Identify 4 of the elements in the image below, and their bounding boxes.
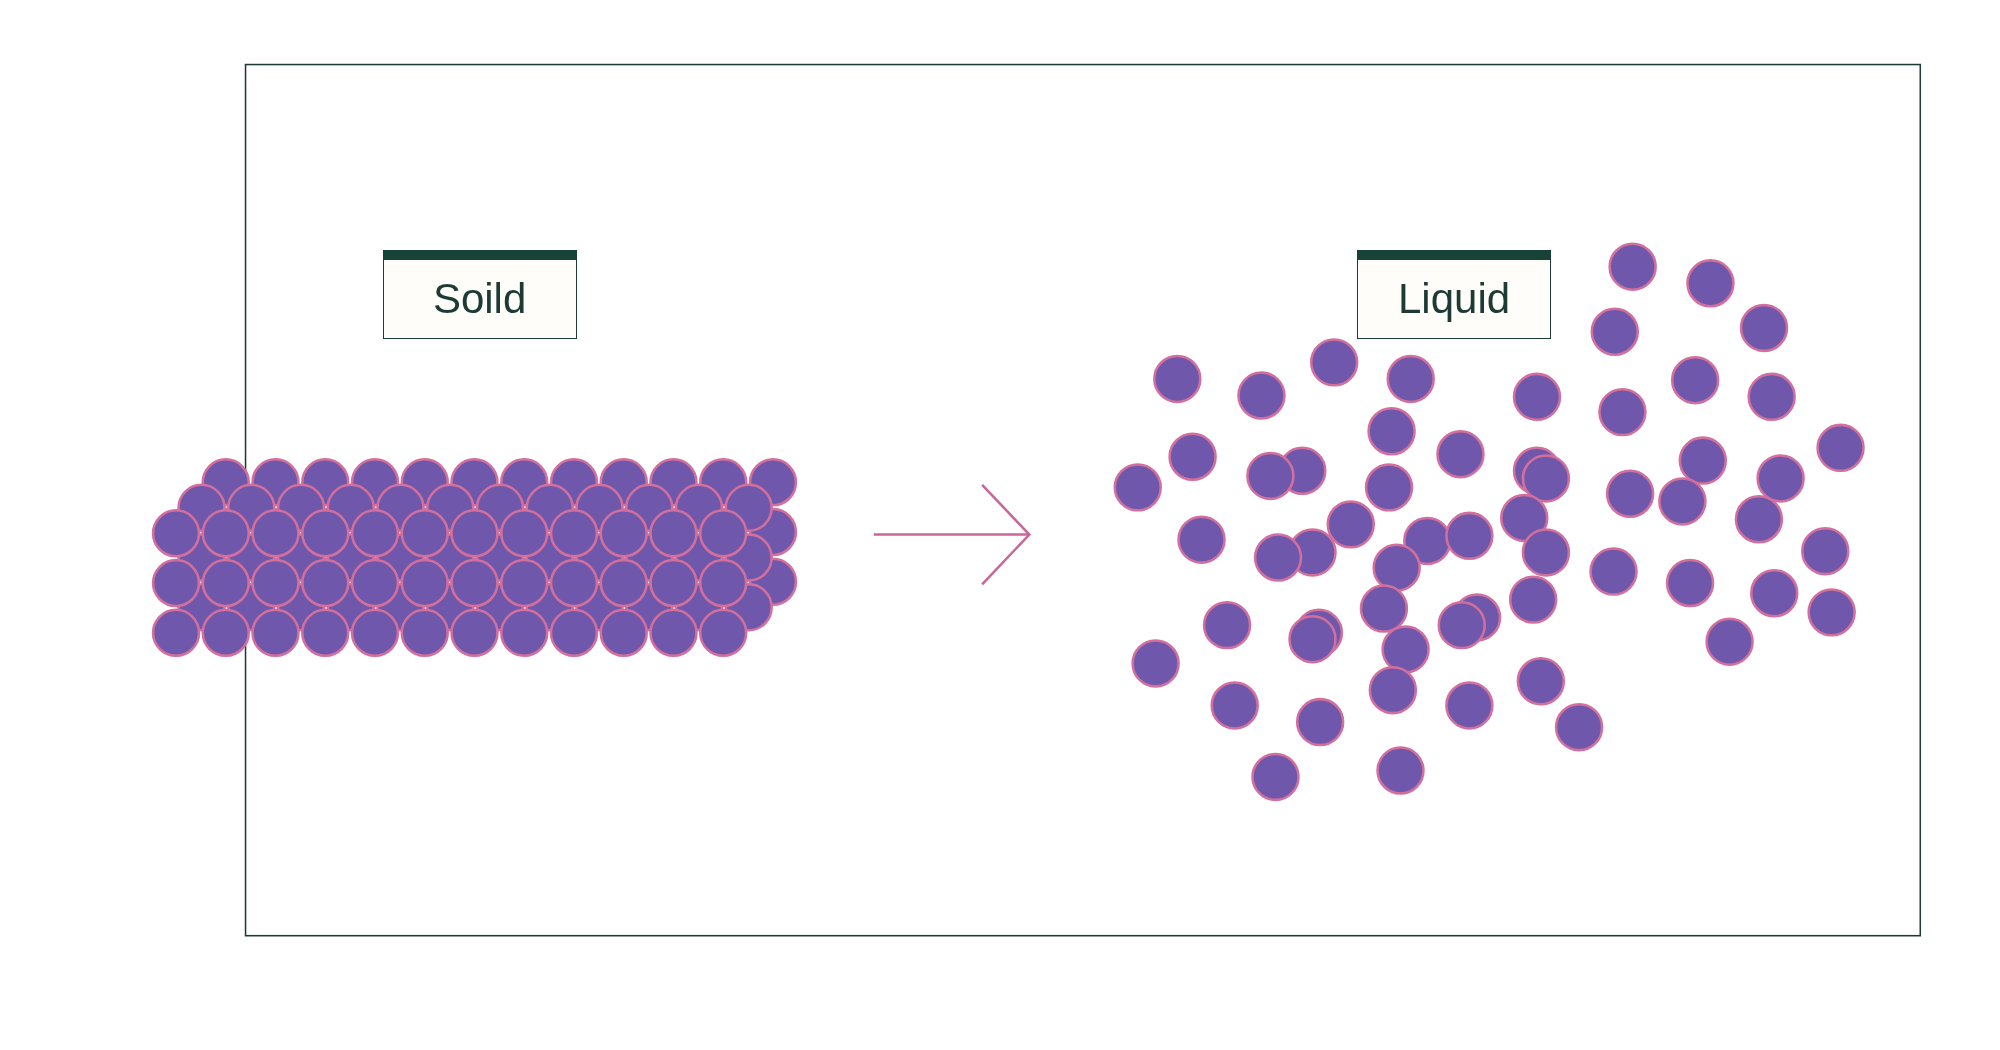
picture <box>151 458 798 657</box>
picture <box>1113 242 1865 802</box>
state-label: Soild <box>382 250 577 340</box>
arrow <box>873 483 1031 586</box>
